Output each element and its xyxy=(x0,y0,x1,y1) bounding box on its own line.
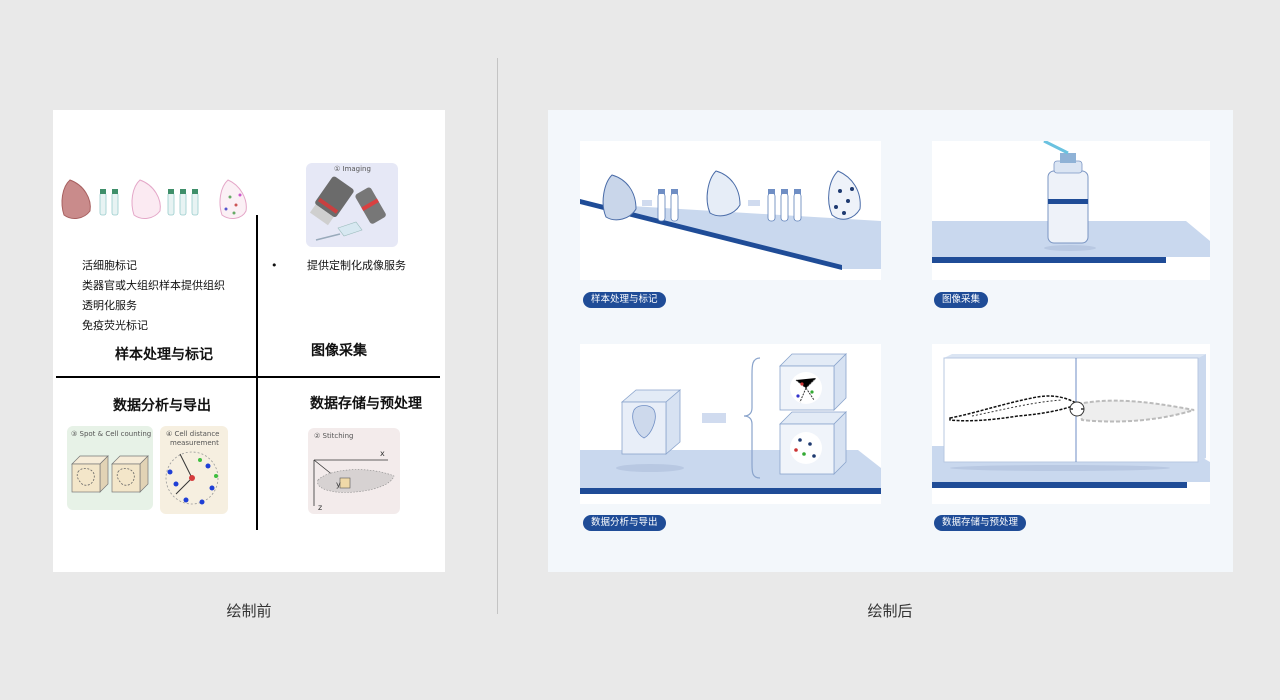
sample-heading: 样本处理与标记 xyxy=(115,347,213,363)
imaging-badge: ① Imaging xyxy=(334,165,371,173)
spot-label: ③ Spot & Cell counting xyxy=(71,430,152,438)
cell-distance-diagram xyxy=(165,451,219,505)
storage-heading: 数据存储与预处理 xyxy=(310,396,422,412)
stitching-diagram xyxy=(313,459,395,506)
cell-label-2: measurement xyxy=(170,439,219,447)
before-caption: 绘制前 xyxy=(226,602,272,620)
cell-label-1: ④ Cell distance xyxy=(166,430,220,438)
pill-sample: 样本处理与标记 xyxy=(583,292,666,308)
analysis-heading: 数据分析与导出 xyxy=(113,398,211,414)
after-caption: 绘制后 xyxy=(867,602,913,620)
quadrant-divider-horizontal xyxy=(56,376,440,378)
axis-z-label: z xyxy=(318,503,323,512)
axis-y-label: y xyxy=(336,480,341,489)
pill-analysis: 数据分析与导出 xyxy=(583,515,666,531)
card-analysis xyxy=(580,344,881,504)
card-sample xyxy=(580,141,881,280)
imaging-heading: 图像采集 xyxy=(311,343,367,359)
sample-item: 类器官或大组织样本提供组织 xyxy=(82,279,225,292)
microscope-icon xyxy=(310,176,386,241)
card-imaging xyxy=(932,141,1210,280)
sample-illustration xyxy=(61,179,247,219)
axis-x-label: x xyxy=(380,449,385,458)
sample-item: 免疫荧光标记 xyxy=(82,319,148,332)
quadrant-divider-vertical xyxy=(256,215,258,530)
pill-storage: 数据存储与预处理 xyxy=(934,515,1027,531)
cube-icon xyxy=(71,455,149,493)
card-storage xyxy=(932,344,1210,504)
stitch-label: ② Stitching xyxy=(314,432,354,440)
panel-divider xyxy=(497,58,498,614)
sample-item: 活细胞标记 xyxy=(82,259,137,272)
imaging-bullet: • xyxy=(271,259,278,272)
imaging-item: 提供定制化成像服务 xyxy=(307,259,406,272)
sample-item: 透明化服务 xyxy=(82,299,137,312)
pill-imaging: 图像采集 xyxy=(934,292,989,308)
